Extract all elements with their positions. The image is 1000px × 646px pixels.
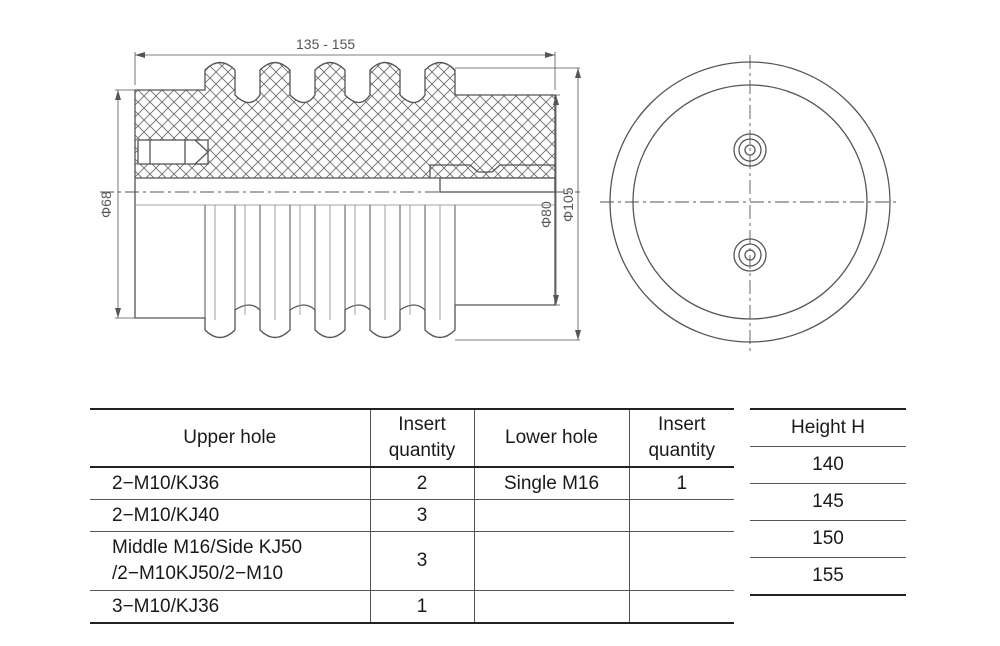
dim-body-diameter-label: Φ80: [538, 201, 554, 228]
insert-quantity-cell: 1: [628, 467, 734, 500]
header-height: Height H: [750, 408, 906, 447]
height-value: 155: [750, 557, 906, 596]
height-table: Height H 140 145 150 155: [750, 408, 906, 596]
upper-hole-cell: Middle M16/Side KJ50 /2−M10KJ50/2−M10: [90, 531, 370, 591]
header-lower-hole: Lower hole: [473, 409, 629, 468]
insert-quantity-cell: 2: [369, 467, 474, 500]
side-view: [100, 52, 581, 341]
lower-hole-cell: Single M16: [473, 467, 629, 500]
height-value: 140: [750, 446, 906, 484]
insert-quantity-cell: [628, 590, 734, 624]
end-view: [600, 55, 900, 352]
table-row: 3−M10/KJ36 1: [90, 590, 734, 624]
insert-quantity-cell: [628, 531, 734, 591]
insert-quantity-cell: [628, 499, 734, 532]
height-value: 145: [750, 483, 906, 521]
height-value: 150: [750, 520, 906, 558]
upper-hole-cell: 3−M10/KJ36: [90, 590, 370, 624]
table-row: 2−M10/KJ36 2 Single M16 1: [90, 467, 734, 500]
lower-hole-cell: [473, 590, 629, 624]
spec-table-header-row: Upper hole Insert quantity Lower hole In…: [90, 409, 734, 468]
insert-quantity-cell: 1: [369, 590, 474, 624]
header-upper-hole: Upper hole: [90, 409, 370, 468]
header-insert-quantity: Insert quantity: [369, 409, 474, 468]
dim-inner-diameter-label: Φ68: [98, 191, 114, 218]
insert-quantity-cell: 3: [369, 499, 474, 532]
table-row: 150: [750, 520, 906, 558]
sectioned-half: [134, 61, 556, 179]
lower-hole-cell: [473, 531, 629, 591]
height-table-header-row: Height H: [750, 408, 906, 447]
upper-hole-cell: 2−M10/KJ40: [90, 499, 370, 532]
insert-quantity-cell: 3: [369, 531, 474, 591]
dim-length-label: 135 - 155: [296, 36, 355, 52]
technical-drawing: 135 - 155 Φ68 Φ80 Φ105: [98, 36, 900, 352]
spec-table: Upper hole Insert quantity Lower hole In…: [90, 408, 734, 624]
table-row: Middle M16/Side KJ50 /2−M10KJ50/2−M10 3: [90, 531, 734, 591]
header-insert-quantity: Insert quantity: [628, 409, 734, 468]
table-row: 140: [750, 446, 906, 484]
upper-hole: [733, 133, 767, 167]
dim-outer-diameter-label: Φ105: [560, 187, 576, 222]
table-row: 155: [750, 557, 906, 596]
lower-hole-cell: [473, 499, 629, 532]
table-row: 2−M10/KJ40 3: [90, 499, 734, 532]
upper-hole-cell: 2−M10/KJ36: [90, 467, 370, 500]
lower-hole: [733, 238, 767, 272]
table-row: 145: [750, 483, 906, 521]
